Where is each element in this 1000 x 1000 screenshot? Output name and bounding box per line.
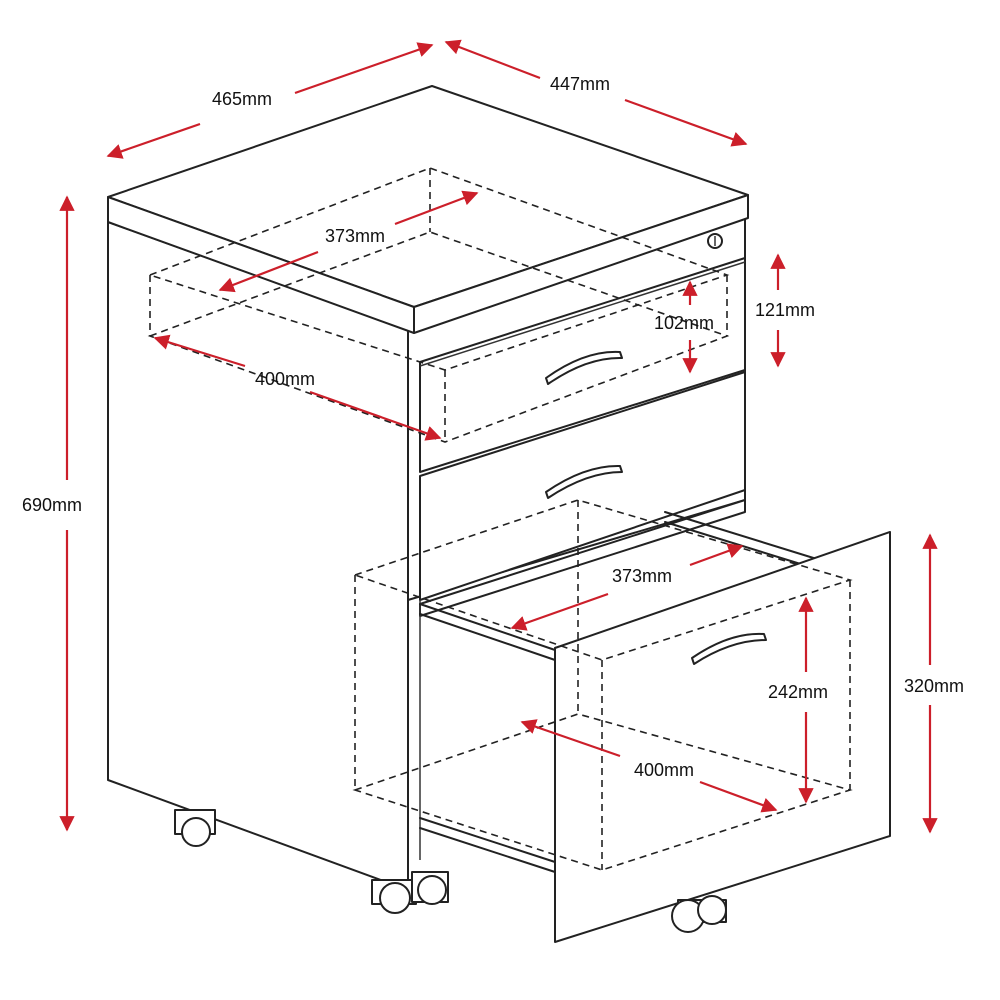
file-drawer-interior-volume xyxy=(352,499,853,871)
drawer-rail-bottom xyxy=(419,817,556,873)
dimension-labels: 465mm 447mm 690mm 373mm 400mm 102mm 121m… xyxy=(22,74,964,780)
lock-icon xyxy=(707,233,723,249)
label-file-drawer-front-height: 320mm xyxy=(904,676,964,696)
top-drawer-interior-volume xyxy=(147,167,730,443)
label-file-drawer-width: 400mm xyxy=(634,760,694,780)
dim-arrow-top-width xyxy=(294,42,434,95)
cabinet-side-panel xyxy=(107,221,409,891)
label-top-drawer-width: 400mm xyxy=(255,369,315,389)
label-top-depth: 447mm xyxy=(550,74,610,94)
handle-icon xyxy=(691,632,767,665)
file-drawer-front xyxy=(554,531,891,943)
label-top-width: 465mm xyxy=(212,89,272,109)
dim-arrow-top-drawer-width xyxy=(153,334,246,368)
top-drawer xyxy=(419,257,746,473)
dim-arrow-top-depth xyxy=(444,39,541,80)
label-file-drawer-height: 242mm xyxy=(768,682,828,702)
label-overall-height: 690mm xyxy=(22,495,82,515)
label-top-drawer-height: 102mm xyxy=(654,313,714,333)
label-top-drawer-front-height: 121mm xyxy=(755,300,815,320)
dim-arrow-file-drawer-depth xyxy=(689,543,744,567)
dim-arrow-file-drawer-width xyxy=(520,719,621,758)
drawer-rail-top xyxy=(419,603,556,661)
handle-icon xyxy=(545,464,623,499)
label-top-drawer-depth: 373mm xyxy=(325,226,385,246)
dim-arrow-top-drawer-depth xyxy=(394,190,479,226)
label-file-drawer-depth: 373mm xyxy=(612,566,672,586)
middle-drawer xyxy=(419,371,746,601)
cabinet-top-front-edge xyxy=(413,194,749,334)
handle-icon xyxy=(545,350,623,385)
caster-icon xyxy=(174,809,727,933)
middle-drawer-front xyxy=(419,371,746,601)
dimension-arrows xyxy=(59,39,938,834)
